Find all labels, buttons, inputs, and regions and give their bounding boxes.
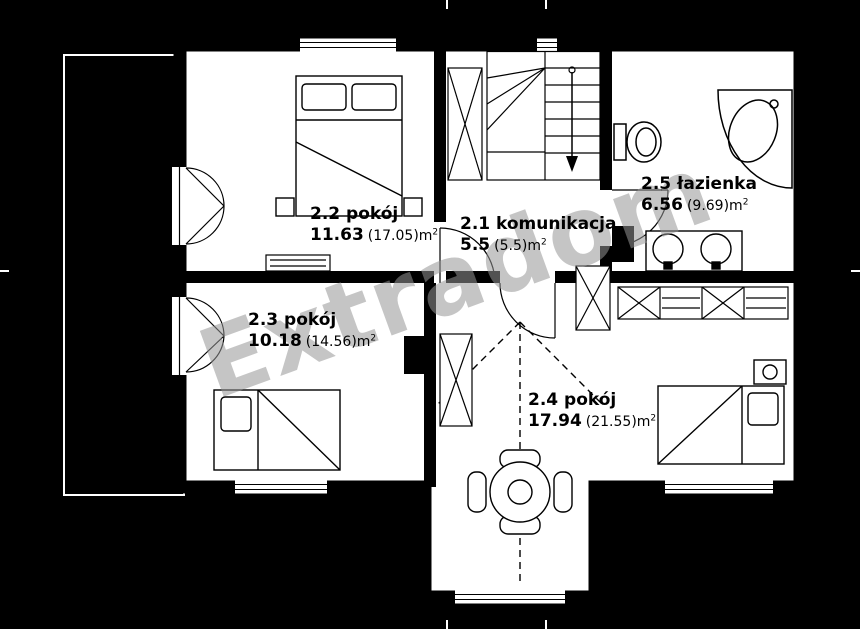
shaft-box (575, 265, 611, 331)
toilet (613, 121, 662, 163)
single-bed-room23 (213, 389, 341, 471)
room-label-2-4: 2.4 pokój 17.94(21.55)m2 (528, 390, 656, 433)
room-label-2-5: 2.5 łazienka 6.56(9.69)m2 (641, 174, 757, 217)
room-name: 2.5 łazienka (641, 174, 757, 194)
room-area: 17.94(21.55)m2 (528, 411, 657, 432)
room-area: 10.18(14.56)m2 (248, 331, 377, 352)
room-name: 2.3 pokój (248, 310, 337, 330)
radiator (265, 254, 331, 272)
room-name: 2.4 pokój (528, 390, 617, 410)
balcony-doors (172, 167, 225, 375)
wardrobes-room24 (617, 286, 789, 320)
wardrobe-tall-room24 (439, 333, 473, 427)
interior-doors (439, 189, 669, 339)
room-name: 2.1 komunikacja (460, 214, 617, 234)
dining-table-set (467, 449, 573, 535)
single-bed-room24 (657, 359, 787, 465)
stairs-direction-arrow (566, 66, 578, 172)
bathtub (717, 89, 793, 189)
room-label-2-3: 2.3 pokój 10.18(14.56)m2 (248, 310, 376, 353)
double-sink (645, 230, 743, 272)
room-label-2-2: 2.2 pokój 11.63(17.05)m2 (310, 204, 438, 247)
room-area: 6.56(9.69)m2 (641, 195, 749, 216)
double-bed (275, 75, 423, 217)
room-area: 5.5(5.5)m2 (460, 235, 547, 256)
windows (235, 38, 773, 604)
wardrobe-stairs (447, 67, 483, 181)
room-name: 2.2 pokój (310, 204, 399, 224)
chimney-ducts (404, 226, 634, 374)
room-area: 11.63(17.05)m2 (310, 225, 439, 246)
room-label-2-1: 2.1 komunikacja 5.5(5.5)m2 (460, 214, 616, 257)
